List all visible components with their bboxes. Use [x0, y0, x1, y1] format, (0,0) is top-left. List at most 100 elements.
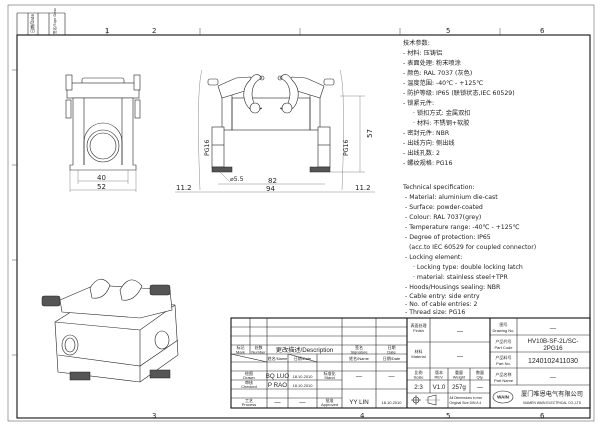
signature-label: Signature: [350, 349, 368, 354]
finish-label-cn: 表面处理: [411, 322, 427, 328]
drawn-name: BQ LUO: [266, 373, 290, 380]
process-label-cn: 工艺: [245, 398, 253, 403]
part-name-label-cn: 产品名称: [496, 371, 512, 377]
spec-cn-item: · 锁扣方式: 金属双扣: [413, 109, 471, 117]
part-code-value: HV10B-SF-2L/SC-: [528, 338, 579, 345]
drawn-label: Drawn: [243, 375, 255, 380]
stand-name: —: [356, 373, 363, 380]
dim-57: 57: [366, 129, 374, 138]
scale-value: 2:3: [414, 384, 423, 391]
spec-cn-item: - 表面处理: 粉末喷涂: [403, 59, 461, 67]
rev-value: V1.0: [433, 384, 446, 391]
weight-label: Weight: [453, 375, 466, 380]
approved-date: 18.10.2010: [381, 400, 402, 405]
spec-en: Technical specification: - Material: alu…: [402, 184, 536, 316]
spec-cn-item: - 出线孔数: 2: [403, 149, 440, 157]
drawn-label-cn: 绘图: [245, 370, 253, 376]
thread-left: PG16: [204, 140, 211, 156]
name-header: 姓名/Name: [268, 355, 289, 361]
number-label-cn: 处数: [255, 344, 263, 350]
isometric-view: [41, 278, 179, 383]
spec-cn-item: - 密封元件: NBR: [403, 129, 450, 137]
spec-cn-item: - 温度范围: -40℃ - +125℃: [403, 79, 483, 87]
material-label: Material: [411, 354, 425, 359]
zone-bottom-5: 5: [446, 412, 450, 420]
weight-label-cn: 重量: [455, 369, 463, 375]
finish-label: Finish: [413, 328, 424, 333]
thread-right: PG16: [343, 140, 350, 156]
approved-label: Approved: [321, 402, 338, 407]
spec-en-item: · Locking type: double locking latch: [413, 264, 523, 271]
spec-en-item: - Thread size: PG16: [405, 309, 465, 316]
dim-11-2-left: 11.2: [176, 184, 192, 192]
company-logo: WAIN: [492, 390, 514, 404]
checked-name: P RAO: [268, 382, 287, 389]
spec-cn-title: 技术参数:: [403, 39, 430, 47]
part-name-value: —: [550, 374, 557, 381]
process-date: —: [299, 399, 306, 406]
spec-cn: 技术参数: - 材料: 压铸铝 - 表面处理: 粉末喷涂 - 颜色: RAL 7…: [403, 39, 515, 167]
zone-1: 1: [105, 27, 109, 35]
part-no-label: Part No.: [496, 361, 511, 366]
spec-cn-item: - 材料: 压铸铝: [403, 49, 442, 57]
dim-94: 94: [266, 185, 275, 193]
stand-label: Stand: [324, 375, 334, 380]
date-header: 日期/Date: [294, 355, 312, 361]
stand-label-cn: 标准化: [324, 370, 336, 376]
spec-en-item: - Surface: powder-coated: [405, 204, 483, 211]
finish-value: —: [457, 328, 464, 335]
side-view: PG16 PG16 57 ⌀5.5 82 94 11.2 11.2: [175, 69, 375, 193]
spec-en-item: - Hoods/Housings sealing: NBR: [405, 284, 501, 291]
dim-40: 40: [97, 174, 106, 182]
dim-82: 82: [268, 177, 277, 185]
approved-name: YY LIN: [349, 399, 369, 406]
description-label: 更改描述/Description: [276, 346, 334, 354]
stand-date: —: [388, 373, 395, 380]
part-name-label: Part Name: [494, 378, 514, 383]
dim-11-2-right: 11.2: [355, 184, 371, 192]
material-label-cn: 材料: [415, 348, 423, 354]
drawn-date: 18.10.2010: [292, 374, 313, 379]
part-no-value: 1240102411030: [528, 358, 578, 365]
approved-label-cn: 批准: [326, 397, 334, 403]
zone-bottom-3: 3: [152, 412, 156, 420]
spec-en-item: - Material: aluminium die-cast: [405, 194, 498, 201]
mark-label-cn: 标记: [237, 344, 245, 350]
part-code-value-2: 2PG16: [543, 345, 563, 352]
spec-cn-item: - 螺纹规格: PG16: [403, 159, 452, 167]
drawing-no-value: —: [550, 325, 557, 332]
company-name-en: XIAMEN WAIN ELECTRICAL CO.,LTD: [523, 401, 582, 405]
dims-note: All Dimensions in mm: [450, 396, 483, 400]
zone-bottom-4: 4: [360, 412, 365, 420]
zone-5: 5: [446, 27, 450, 35]
part-code-label-cn: 产品代号: [496, 338, 512, 344]
logo-text: WAIN: [497, 395, 509, 400]
part-code-label: Part Code: [494, 345, 513, 350]
size-note: Original Size DIN A 4: [450, 401, 482, 405]
mark-label: Mark: [236, 349, 245, 354]
scale-label-cn: 比例: [415, 369, 423, 375]
qty-label-cn: 数量: [476, 369, 484, 375]
front-view: 40 52: [65, 74, 141, 192]
spec-en-item: · material: stainless steel+TPR: [413, 274, 509, 281]
drawing-no-label: Drawing No.: [492, 328, 514, 333]
margin-label-sign: 签名/Sign Desc: [52, 8, 57, 34]
number-label: Number: [251, 349, 266, 354]
scale-label: Scale: [413, 375, 424, 380]
zone-2: 2: [152, 27, 156, 35]
checked-label-cn: 审核: [245, 379, 253, 385]
margin-label-date: 日期/Date: [29, 14, 35, 33]
drawing-no-label-cn: 图号: [500, 321, 508, 327]
spec-en-item: - Temperature range: -40℃ - +125℃: [405, 224, 520, 231]
part-no-label-cn: 产品料号: [496, 354, 512, 360]
spec-en-item: - No. of cable entries: 2: [405, 301, 477, 308]
spec-en-item: (acc.to IEC 60529 for coupled connector): [409, 244, 536, 251]
checked-label: Checked: [241, 384, 257, 389]
spec-cn-item: · 材料: 不锈钢+软胶: [413, 119, 469, 127]
signature-label-cn: 签名: [355, 344, 363, 350]
spec-cn-item: - 防护等级: IP65 (联锁状态,IEC 60529): [403, 89, 515, 97]
date-header-2: 日期/Date: [383, 355, 401, 361]
zone-6: 6: [540, 27, 545, 35]
qty-value: —: [477, 384, 484, 391]
